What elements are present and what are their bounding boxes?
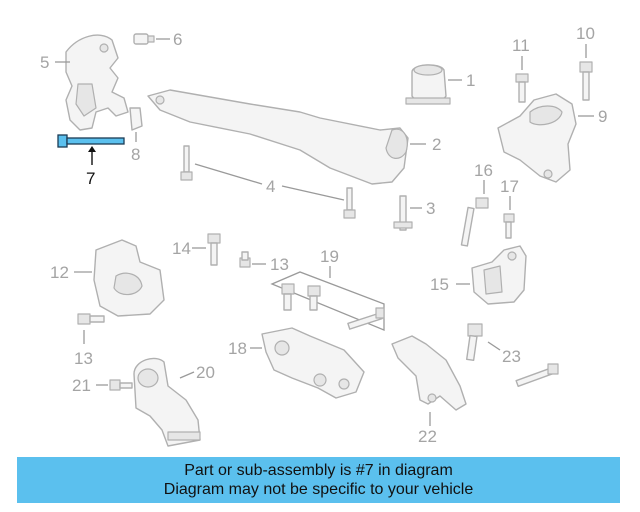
callout-13a: 13 [270, 255, 289, 274]
part-1-mount[interactable] [405, 64, 451, 105]
callout-14: 14 [172, 239, 191, 258]
part-21-bolt[interactable] [109, 379, 133, 391]
callout-1: 1 [466, 71, 475, 90]
callout-15: 15 [430, 275, 449, 294]
callout-10: 10 [576, 24, 595, 43]
part-6-bolt[interactable] [133, 33, 155, 45]
part-13-bolt-lower[interactable] [77, 313, 105, 325]
leader-7-arrow [88, 146, 96, 152]
part-13-bolt-upper[interactable] [239, 251, 251, 268]
leader-23 [487, 341, 501, 351]
part-4-bolt-left[interactable] [180, 145, 193, 181]
callout-4: 4 [266, 177, 275, 196]
leader-20 [179, 371, 195, 379]
part-17-bolt[interactable] [503, 213, 515, 239]
callout-11: 11 [512, 36, 530, 55]
callout-16: 16 [474, 161, 493, 180]
part-9-mount[interactable] [497, 93, 577, 183]
banner-line-1: Part or sub-assembly is #7 in diagram [184, 462, 453, 479]
callout-19: 19 [320, 247, 339, 266]
part-8-clip[interactable] [129, 107, 143, 131]
callout-5: 5 [40, 53, 49, 72]
callout-22: 22 [418, 427, 437, 446]
info-banner: Part or sub-assembly is #7 in diagram Di… [17, 457, 620, 503]
callout-3: 3 [426, 199, 435, 218]
part-20-mount[interactable] [133, 357, 201, 447]
part-18-bracket[interactable] [261, 327, 365, 399]
callout-9: 9 [598, 107, 607, 126]
callout-21: 21 [72, 376, 91, 395]
part-22-bracket[interactable] [391, 335, 467, 411]
callout-20: 20 [196, 363, 215, 382]
part-3-stud[interactable] [393, 195, 413, 231]
part-10-bolt[interactable] [579, 61, 593, 101]
part-12-mount[interactable] [93, 239, 165, 317]
callout-17: 17 [500, 177, 519, 196]
part-23-bolt-upper[interactable] [465, 323, 483, 362]
callout-7: 7 [86, 169, 95, 188]
part-4-bolt-right[interactable] [343, 187, 356, 219]
part-5-bracket[interactable] [65, 34, 129, 131]
callout-23: 23 [502, 347, 521, 366]
banner-line-2: Diagram may not be specific to your vehi… [163, 481, 474, 498]
callout-8: 8 [131, 145, 140, 164]
callout-12: 12 [50, 263, 69, 282]
leader-4a [194, 163, 263, 185]
callout-2: 2 [432, 135, 441, 154]
part-11-bolt[interactable] [515, 73, 529, 103]
part-16-bolt[interactable] [460, 197, 489, 247]
leader-4b [281, 185, 345, 201]
callout-13b: 13 [74, 349, 93, 368]
part-7-bolt-highlighted[interactable] [57, 134, 125, 148]
part-14-bolt[interactable] [207, 233, 221, 266]
callout-6: 6 [173, 30, 182, 49]
part-15-bracket[interactable] [471, 245, 527, 305]
callout-18: 18 [228, 339, 247, 358]
part-23-bolt-lower[interactable] [515, 363, 559, 388]
part-19-hardware-kit[interactable] [270, 271, 385, 331]
part-2-crossmember[interactable] [147, 89, 409, 185]
